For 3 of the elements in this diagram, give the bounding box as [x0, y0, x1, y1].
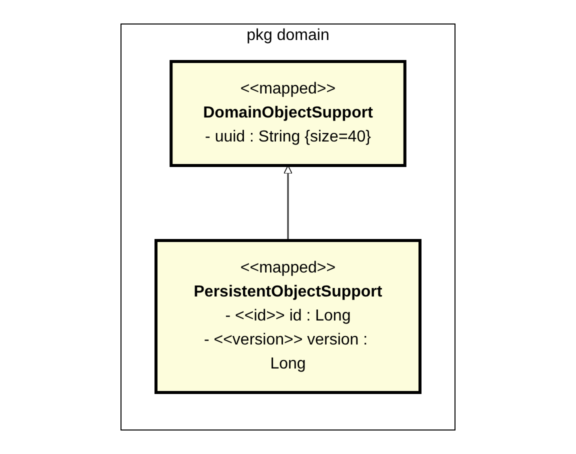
node-box: <<mapped>> PersistentObjectSupport - <<id>> id : Long - <<version>> version : Long	[154, 239, 422, 394]
node-box: <<mapped>> DomainObjectSupport - uuid : String {size=40}	[170, 60, 406, 167]
arrow	[284, 165, 292, 240]
